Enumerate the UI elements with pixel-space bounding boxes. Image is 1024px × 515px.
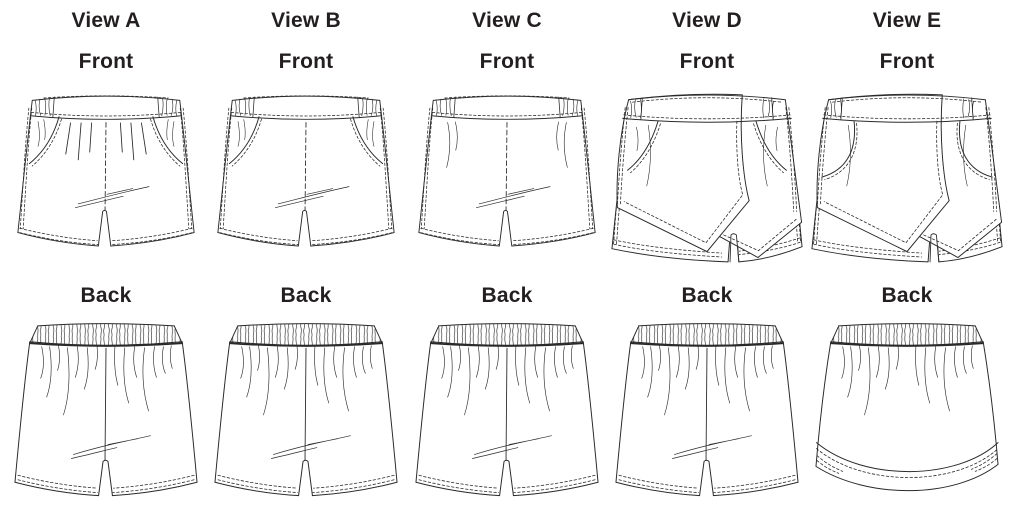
view-b-column: View B Front Back <box>205 0 407 515</box>
shorts-back-elastic-waist-illustration <box>413 316 601 506</box>
view-title: View C <box>472 9 542 32</box>
skort-front-wrap-round-pockets-illustration <box>811 93 1003 263</box>
shorts-front-flat-slant-pockets-illustration <box>217 95 395 247</box>
view-title: View E <box>872 9 942 32</box>
view-d-column: View D Front Back <box>606 0 808 515</box>
view-a-column: View A Front Back <box>5 0 207 515</box>
back-label: Back <box>881 284 933 307</box>
back-label: Back <box>280 284 332 307</box>
shorts-back-elastic-waist-illustration <box>12 316 200 506</box>
shorts-front-plain-illustration <box>418 95 596 247</box>
front-label: Front <box>278 50 334 73</box>
view-e-column: View E Front Back <box>806 0 1008 515</box>
shorts-back-elastic-waist-illustration <box>613 316 801 506</box>
front-label: Front <box>679 50 735 73</box>
view-c-column: View C Front Back <box>406 0 608 515</box>
shorts-front-pleats-slant-pockets-illustration <box>17 95 195 247</box>
front-label: Front <box>479 50 535 73</box>
skort-front-wrap-slant-pockets-illustration <box>611 93 803 263</box>
back-label: Back <box>481 284 533 307</box>
shorts-back-elastic-waist-illustration <box>212 316 400 506</box>
skirt-back-curved-wrap-hem-illustration <box>813 316 1001 506</box>
view-title: View D <box>672 9 742 32</box>
back-label: Back <box>80 284 132 307</box>
view-title: View A <box>71 9 141 32</box>
view-title: View B <box>271 9 341 32</box>
front-label: Front <box>879 50 935 73</box>
back-label: Back <box>681 284 733 307</box>
front-label: Front <box>78 50 134 73</box>
